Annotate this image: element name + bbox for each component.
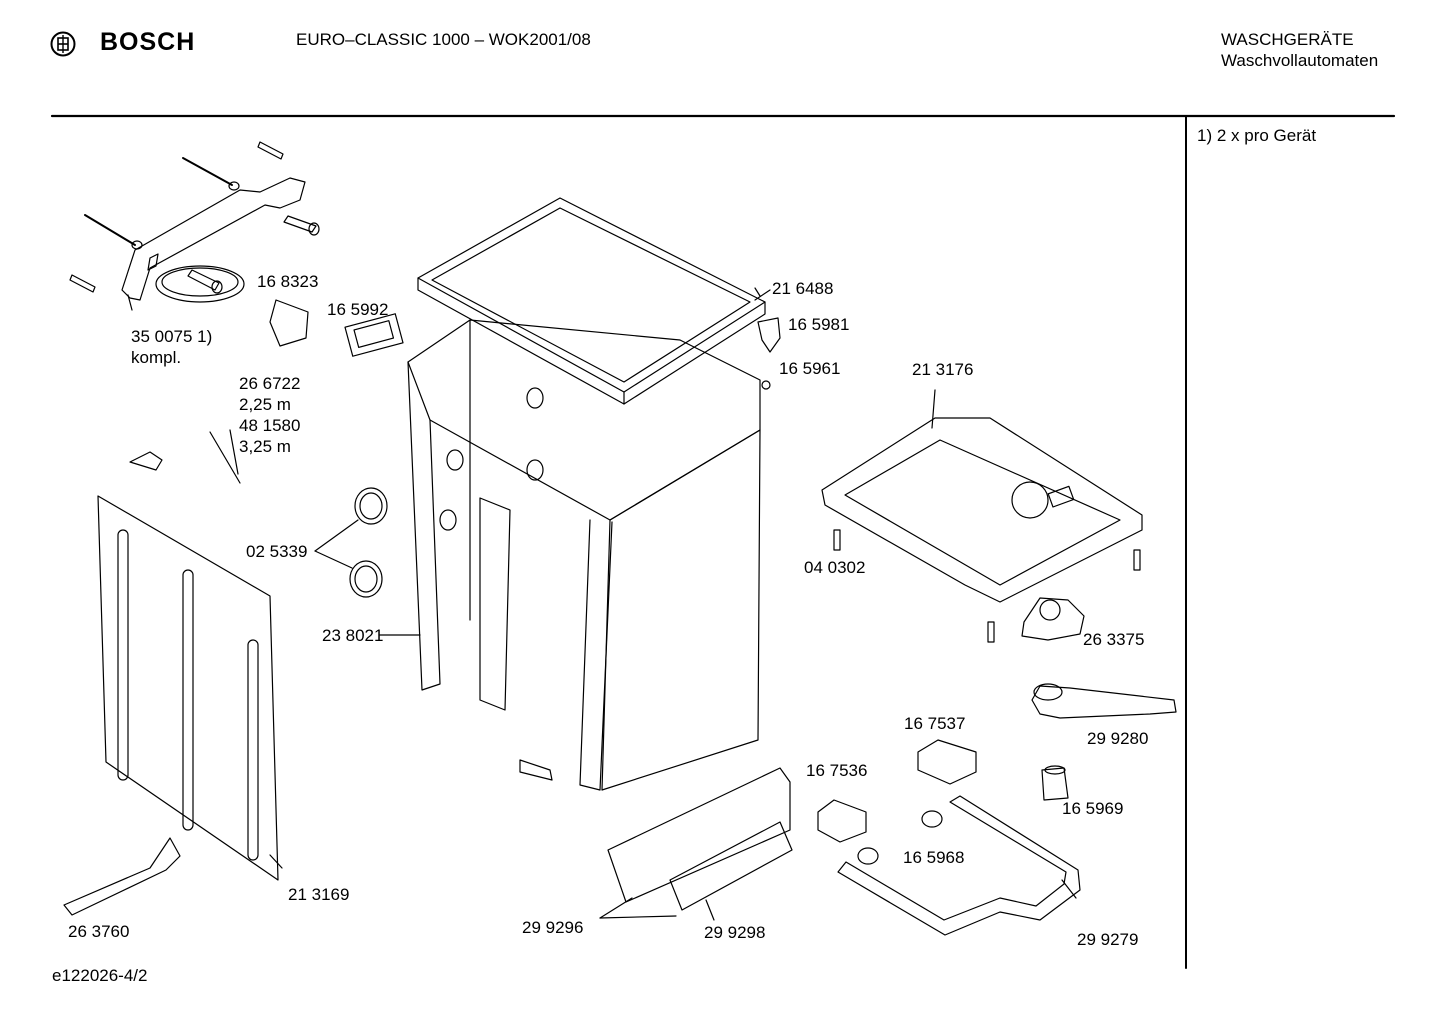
part-label-167536: 16 7536	[806, 761, 868, 780]
part-label-216488: 21 6488	[772, 279, 834, 298]
brand-name: BOSCH	[100, 28, 196, 56]
switch-module-part	[917, 739, 977, 785]
part-label-165968: 16 5968	[903, 848, 965, 867]
washer-part	[761, 380, 771, 390]
part-label-299298: 29 9298	[704, 923, 766, 942]
part-label-266722: 26 6722	[239, 374, 301, 393]
switch-part	[817, 799, 867, 843]
knob-part-upper	[921, 810, 943, 828]
pump-part	[1021, 597, 1085, 641]
part-label-165969: 16 5969	[1062, 799, 1124, 818]
mounting-bracket-part	[69, 141, 320, 311]
seal-ring-lower	[349, 560, 383, 598]
part-label-263760: 26 3760	[68, 922, 130, 941]
side-panel-part	[97, 495, 279, 881]
control-panel-part	[607, 767, 791, 903]
part-label-299296: 29 9296	[522, 918, 584, 937]
drain-hose-part	[1031, 685, 1177, 719]
gasket-part	[344, 313, 404, 357]
power-cord-part	[129, 265, 245, 484]
category-title: WASCHGERÄTE	[1221, 30, 1354, 49]
front-panel-part	[601, 429, 761, 791]
part-label-040302: 04 0302	[804, 558, 866, 577]
part-label-263375: 26 3375	[1083, 630, 1145, 649]
clip-part	[269, 299, 309, 347]
category-subtitle: Waschvollautomaten	[1221, 51, 1379, 70]
bosch-logo	[50, 31, 76, 57]
part-label-213176: 21 3176	[912, 360, 974, 379]
part-label-299280: 29 9280	[1087, 729, 1149, 748]
drawing-id: e122026-4/2	[52, 966, 148, 985]
part-label-299279: 29 9279	[1077, 930, 1139, 949]
knob-part-lower	[857, 847, 879, 865]
part-label-167537: 16 7537	[904, 714, 966, 733]
seal-ring-upper	[354, 487, 388, 525]
part-label-481580: 48 1580	[239, 416, 301, 435]
part-label-238021: 23 8021	[322, 626, 384, 645]
footnote: 1) 2 x pro Gerät	[1197, 126, 1317, 145]
part-label-350075-sub: kompl.	[131, 348, 182, 367]
part-label-350075: 35 0075 1)	[131, 327, 213, 346]
screw-part	[833, 529, 841, 551]
wire-bow-part	[837, 795, 1081, 936]
pump-cap-part	[1041, 767, 1069, 801]
spanner-tool-part	[63, 837, 181, 916]
model-title: EURO–CLASSIC 1000 – WOK2001/08	[296, 30, 591, 49]
part-label-213169: 21 3169	[288, 885, 350, 904]
base-frame-part	[821, 389, 1143, 603]
latch-part	[757, 317, 781, 353]
part-label-025339: 02 5339	[246, 542, 308, 561]
housing-frame-part	[379, 319, 761, 791]
part-label-165992: 16 5992	[327, 300, 389, 319]
part-label-168323: 16 8323	[257, 272, 319, 291]
part-label-165981: 16 5981	[788, 315, 850, 334]
part-label-266722-length: 2,25 m	[239, 395, 291, 414]
part-label-481580-length: 3,25 m	[239, 437, 291, 456]
detergent-drawer-part	[669, 821, 793, 911]
part-label-165961: 16 5961	[779, 359, 841, 378]
